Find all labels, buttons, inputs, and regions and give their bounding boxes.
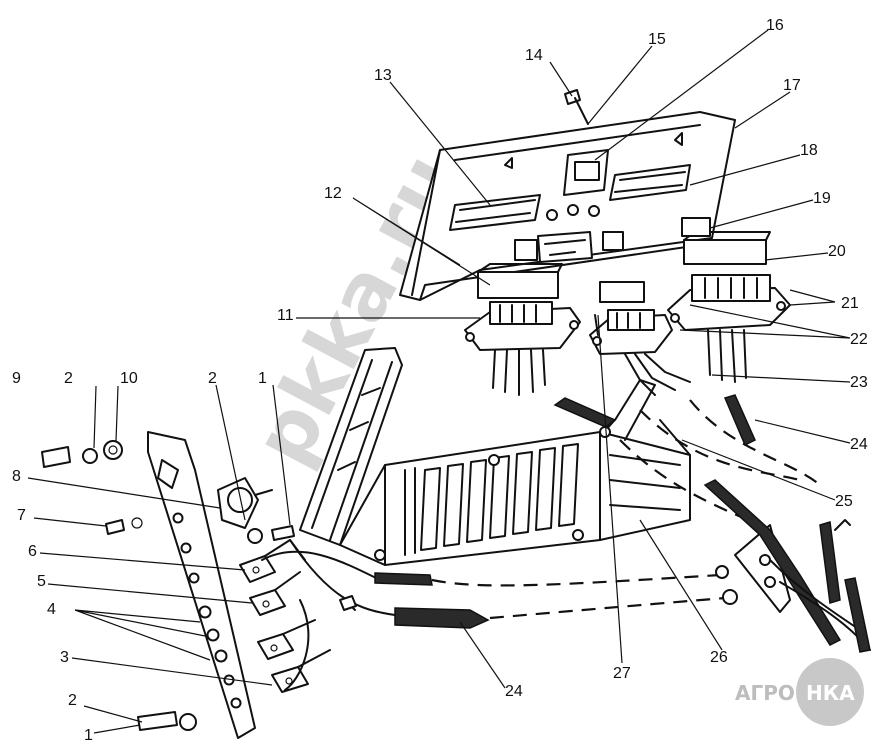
callout-5: 5 [37, 573, 46, 590]
callout-14: 14 [525, 47, 543, 64]
callout-15: 15 [648, 31, 666, 48]
callout-16: 16 [766, 17, 784, 34]
hardware-items [41, 440, 295, 731]
callout-numbers: 1 2 2 9 10 8 7 6 5 4 3 2 1 11 12 13 14 1… [12, 17, 868, 744]
callout-24-right: 24 [850, 436, 868, 453]
agronka-logo: АГРО НКА [735, 658, 864, 726]
logo-text-left: АГРО [735, 681, 795, 705]
callout-7: 7 [17, 507, 26, 524]
callout-1-top: 1 [258, 370, 267, 387]
cover-panel [399, 89, 736, 301]
callout-25: 25 [835, 493, 853, 510]
lamp-holders [239, 539, 331, 693]
callout-26: 26 [710, 649, 728, 666]
callout-22: 22 [850, 331, 868, 348]
callout-10: 10 [120, 370, 138, 387]
callout-24-bottom: 24 [505, 683, 523, 700]
right-bracket [703, 479, 871, 653]
callout-8: 8 [12, 468, 21, 485]
leader-lines [27, 29, 851, 734]
dashed-link-lower [489, 596, 726, 620]
callout-9: 9 [12, 370, 21, 387]
vent-slots [420, 443, 579, 551]
callout-11: 11 [277, 307, 294, 324]
connector-11 [464, 301, 581, 396]
callout-20: 20 [828, 243, 846, 260]
callout-18: 18 [800, 142, 818, 159]
callout-19: 19 [813, 190, 831, 207]
connector-22 [589, 309, 691, 396]
callout-17: 17 [783, 77, 801, 94]
callout-1-bottom: 1 [84, 727, 93, 744]
callout-3: 3 [60, 649, 69, 666]
callout-2-top: 2 [208, 370, 217, 387]
logo-circle [796, 658, 864, 726]
callout-27: 27 [613, 665, 631, 682]
dashed-link-right-2 [689, 399, 821, 486]
wires-left [261, 539, 490, 691]
callout-6: 6 [28, 543, 37, 560]
relay-blocks [477, 217, 771, 303]
callout-21: 21 [841, 295, 859, 312]
switch-8 [217, 477, 273, 529]
side-plate [147, 431, 256, 739]
dashed-link-right-1 [639, 409, 801, 482]
callout-12: 12 [324, 185, 342, 202]
callout-2-bottom: 2 [68, 692, 77, 709]
callout-23: 23 [850, 374, 868, 391]
connector-21 [667, 274, 791, 447]
callout-13: 13 [374, 67, 392, 84]
callout-2-left: 2 [64, 370, 73, 387]
logo-text-right: НКА [806, 681, 855, 705]
dashed-link-upper [431, 573, 721, 587]
central-frame [299, 347, 691, 566]
callout-4: 4 [47, 601, 56, 618]
